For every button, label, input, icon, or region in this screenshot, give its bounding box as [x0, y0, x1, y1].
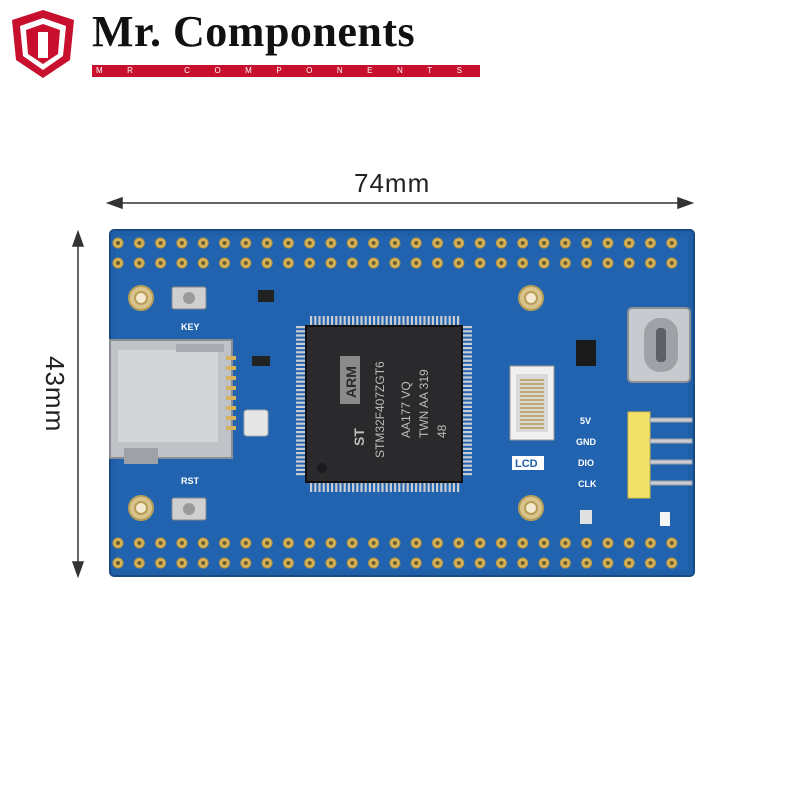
- rst-button: [171, 497, 207, 521]
- bottom-header-pins: [112, 537, 678, 569]
- mcu-chip: ST STM32F407ZGT6 AA177 VQ TWN AA 319 48 …: [296, 316, 472, 492]
- svg-text:ARM: ARM: [343, 366, 359, 398]
- svg-text:TWN AA 319: TWN AA 319: [417, 369, 431, 438]
- height-dimension-arrow: [71, 229, 85, 579]
- microsd-slot-icon: [109, 339, 236, 464]
- width-dimension-arrow: [105, 196, 695, 210]
- arm-logo-icon: ARM: [340, 356, 360, 404]
- pin-label-gnd: GND: [576, 437, 597, 447]
- brand-logo-icon: [12, 10, 74, 78]
- led-1: [660, 512, 670, 526]
- pin-label-dio: DIO: [578, 458, 594, 468]
- key-button: [171, 286, 207, 310]
- mounting-holes: [128, 285, 544, 521]
- chip-marking: ST STM32F407ZGT6 AA177 VQ TWN AA 319 48: [351, 361, 449, 458]
- right-pin-header: [627, 411, 693, 499]
- width-dimension-label: 74mm: [354, 168, 431, 198]
- svg-text:48: 48: [435, 424, 449, 438]
- led-2: [580, 510, 592, 524]
- lcd-label-box: [512, 456, 544, 470]
- brand-tagline-bar: MR COMPONENTS: [92, 65, 480, 77]
- brand-name: Mr. Components: [92, 7, 416, 56]
- svg-text:AA177 VQ: AA177 VQ: [399, 381, 413, 438]
- voltage-regulator: [576, 340, 596, 366]
- lcd-fpc-connector: [509, 365, 555, 441]
- usb-c-connector-icon: [627, 307, 691, 383]
- key-label: KEY: [181, 322, 200, 332]
- svg-text:STM32F407ZGT6: STM32F407ZGT6: [373, 361, 387, 458]
- st-logo-icon: ST: [351, 428, 367, 446]
- crystal-component: [243, 409, 269, 437]
- rst-label: RST: [181, 476, 200, 486]
- pin-label-clk: CLK: [578, 479, 597, 489]
- pin-label-5v: 5V: [580, 416, 591, 426]
- top-header-pins: [112, 237, 678, 269]
- lcd-label: LCD: [515, 458, 538, 470]
- small-ic: [252, 356, 270, 366]
